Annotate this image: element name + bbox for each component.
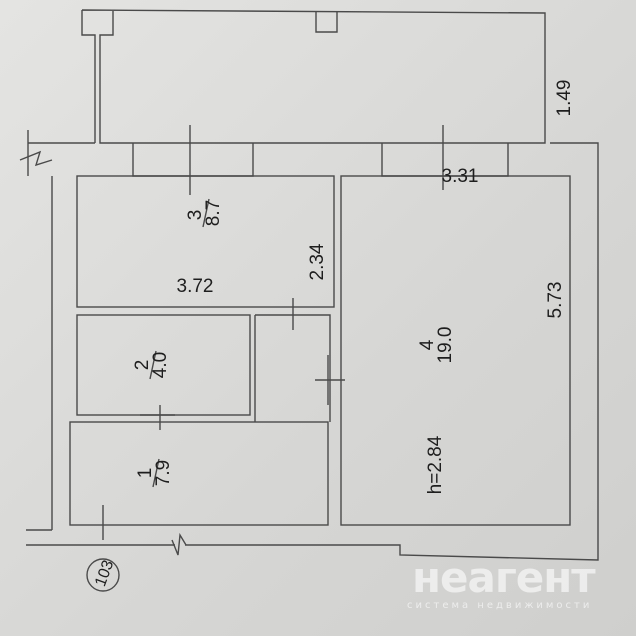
dim-room4-depth: 5.73 — [545, 282, 566, 319]
dim-room3-depth: 2.34 — [307, 243, 328, 280]
svg-text:система недвижимости: система недвижимости — [407, 600, 592, 611]
svg-text:19.0: 19.0 — [435, 327, 456, 364]
hallway — [254, 314, 331, 422]
room-2-label: 2 4.0 — [132, 350, 171, 380]
svg-text:2: 2 — [132, 360, 153, 371]
apartment-number-badge: 103 — [86, 558, 120, 592]
svg-text:103: 103 — [92, 558, 117, 589]
svg-text:7.9: 7.9 — [153, 460, 174, 486]
dim-room4-width: 3.31 — [442, 166, 479, 187]
room-1 — [69, 421, 329, 526]
svg-text:1: 1 — [135, 468, 156, 479]
balcony — [81, 9, 546, 144]
rooms — [69, 175, 571, 540]
svg-text:4.0: 4.0 — [150, 352, 171, 378]
svg-text:3: 3 — [185, 210, 206, 221]
dim-balcony-depth: 1.49 — [554, 80, 575, 117]
ceiling-height: h=2.84 — [425, 435, 446, 494]
svg-text:4: 4 — [417, 339, 438, 350]
exterior-walls — [19, 125, 599, 561]
room-1-label: 1 7.9 — [135, 458, 174, 488]
room-3 — [76, 175, 335, 308]
dim-room3-width: 3.72 — [177, 276, 214, 297]
room-4-label: 4 19.0 — [417, 327, 456, 364]
svg-text:неагент: неагент — [412, 553, 596, 602]
svg-text:8.7: 8.7 — [203, 200, 224, 226]
room-3-label: 3 8.7 — [185, 198, 224, 228]
watermark-logo: неагент система недвижимости — [407, 553, 597, 611]
room-4 — [340, 175, 571, 526]
